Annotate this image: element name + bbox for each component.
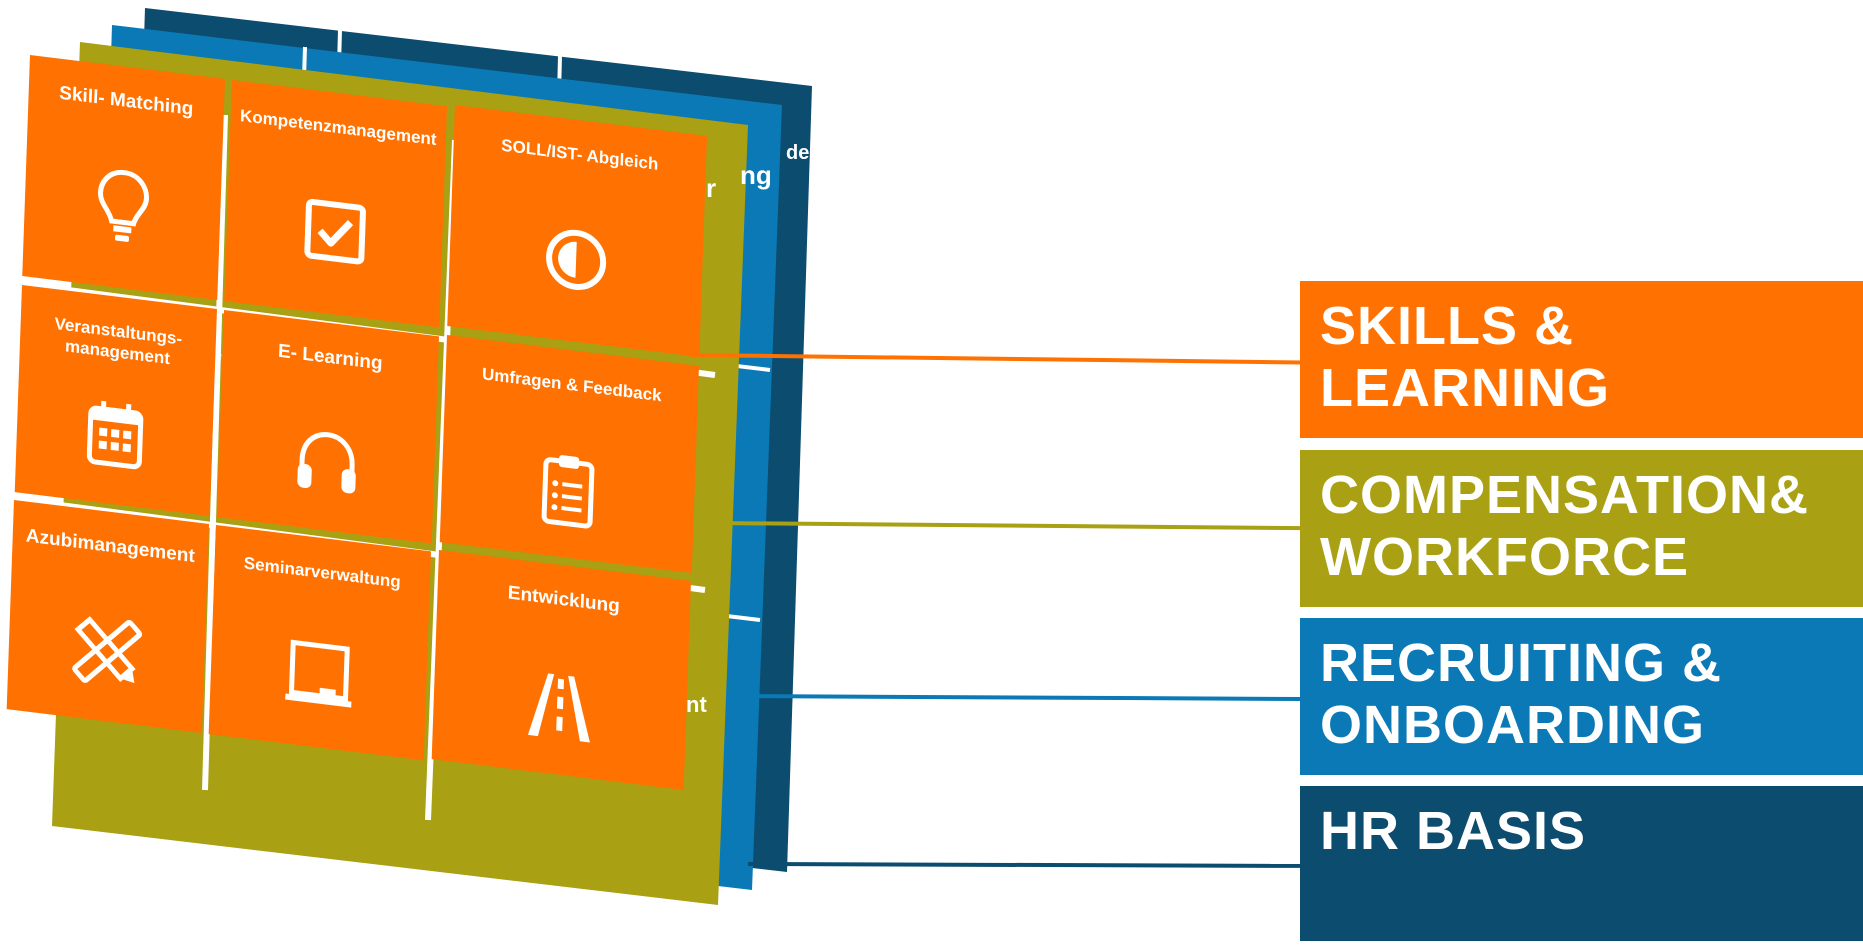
- half-circle-icon: [540, 216, 613, 304]
- category-label-compensation: COMPENSATION& WORKFORCE: [1320, 465, 1810, 587]
- peek-fragment: ng: [740, 160, 772, 190]
- category-box-skills-learning[interactable]: SKILLS & LEARNING: [1300, 281, 1863, 438]
- category-box-compensation[interactable]: COMPENSATION& WORKFORCE: [1300, 450, 1863, 607]
- module-tile-label: Seminarverwaltung: [243, 553, 402, 592]
- checkbox-icon: [298, 188, 371, 276]
- headphones-icon: [290, 418, 363, 506]
- road-icon: [524, 661, 597, 749]
- category-box-hr-basis[interactable]: HR BASIS: [1300, 786, 1863, 941]
- category-label-hr-basis: HR BASIS: [1320, 801, 1587, 861]
- category-label-skills-learning: SKILLS & LEARNING: [1320, 296, 1610, 418]
- clipboard-icon: [532, 446, 605, 534]
- module-tile-label: Skill- Matching: [58, 82, 194, 121]
- category-box-recruiting[interactable]: RECRUITING & ONBOARDING: [1300, 618, 1863, 775]
- module-tile[interactable]: Azubimanagement: [6, 500, 209, 734]
- module-stack: der ng r er nt Skill- MatchingKompetenzm…: [0, 0, 820, 941]
- module-tile-label: Umfragen & Feedback: [481, 364, 662, 406]
- category-label-recruiting: RECRUITING & ONBOARDING: [1320, 633, 1722, 755]
- module-tile[interactable]: Seminarverwaltung: [208, 525, 431, 761]
- lightbulb-icon: [86, 162, 159, 250]
- module-tile[interactable]: Kompetenzmanagement: [224, 80, 447, 328]
- module-tile[interactable]: Entwicklung: [431, 550, 691, 791]
- whiteboard-icon: [282, 633, 355, 721]
- module-tile[interactable]: Umfragen & Feedback: [439, 335, 699, 574]
- module-tile[interactable]: Skill- Matching: [22, 55, 225, 300]
- module-tile-label: SOLL/IST- Abgleich: [500, 135, 659, 174]
- module-tile-label: Entwicklung: [507, 582, 621, 618]
- connector-hr-basis: [747, 862, 1303, 868]
- peek-fragment: nt: [686, 692, 707, 717]
- module-tile[interactable]: Veranstaltungs- management: [14, 285, 217, 517]
- module-tile-label: Kompetenzmanagement: [239, 106, 437, 150]
- module-tile-label: Veranstaltungs- management: [54, 314, 183, 369]
- module-tile-label: Azubimanagement: [25, 525, 196, 568]
- module-tile[interactable]: SOLL/IST- Abgleich: [447, 105, 707, 357]
- calendar-icon: [78, 392, 151, 480]
- peek-fragment: r: [706, 173, 717, 203]
- module-tile-label: E- Learning: [277, 340, 383, 375]
- module-tile[interactable]: E- Learning: [216, 310, 439, 544]
- pencil-ruler-icon: [70, 607, 143, 695]
- peek-fragment: der: [786, 142, 818, 164]
